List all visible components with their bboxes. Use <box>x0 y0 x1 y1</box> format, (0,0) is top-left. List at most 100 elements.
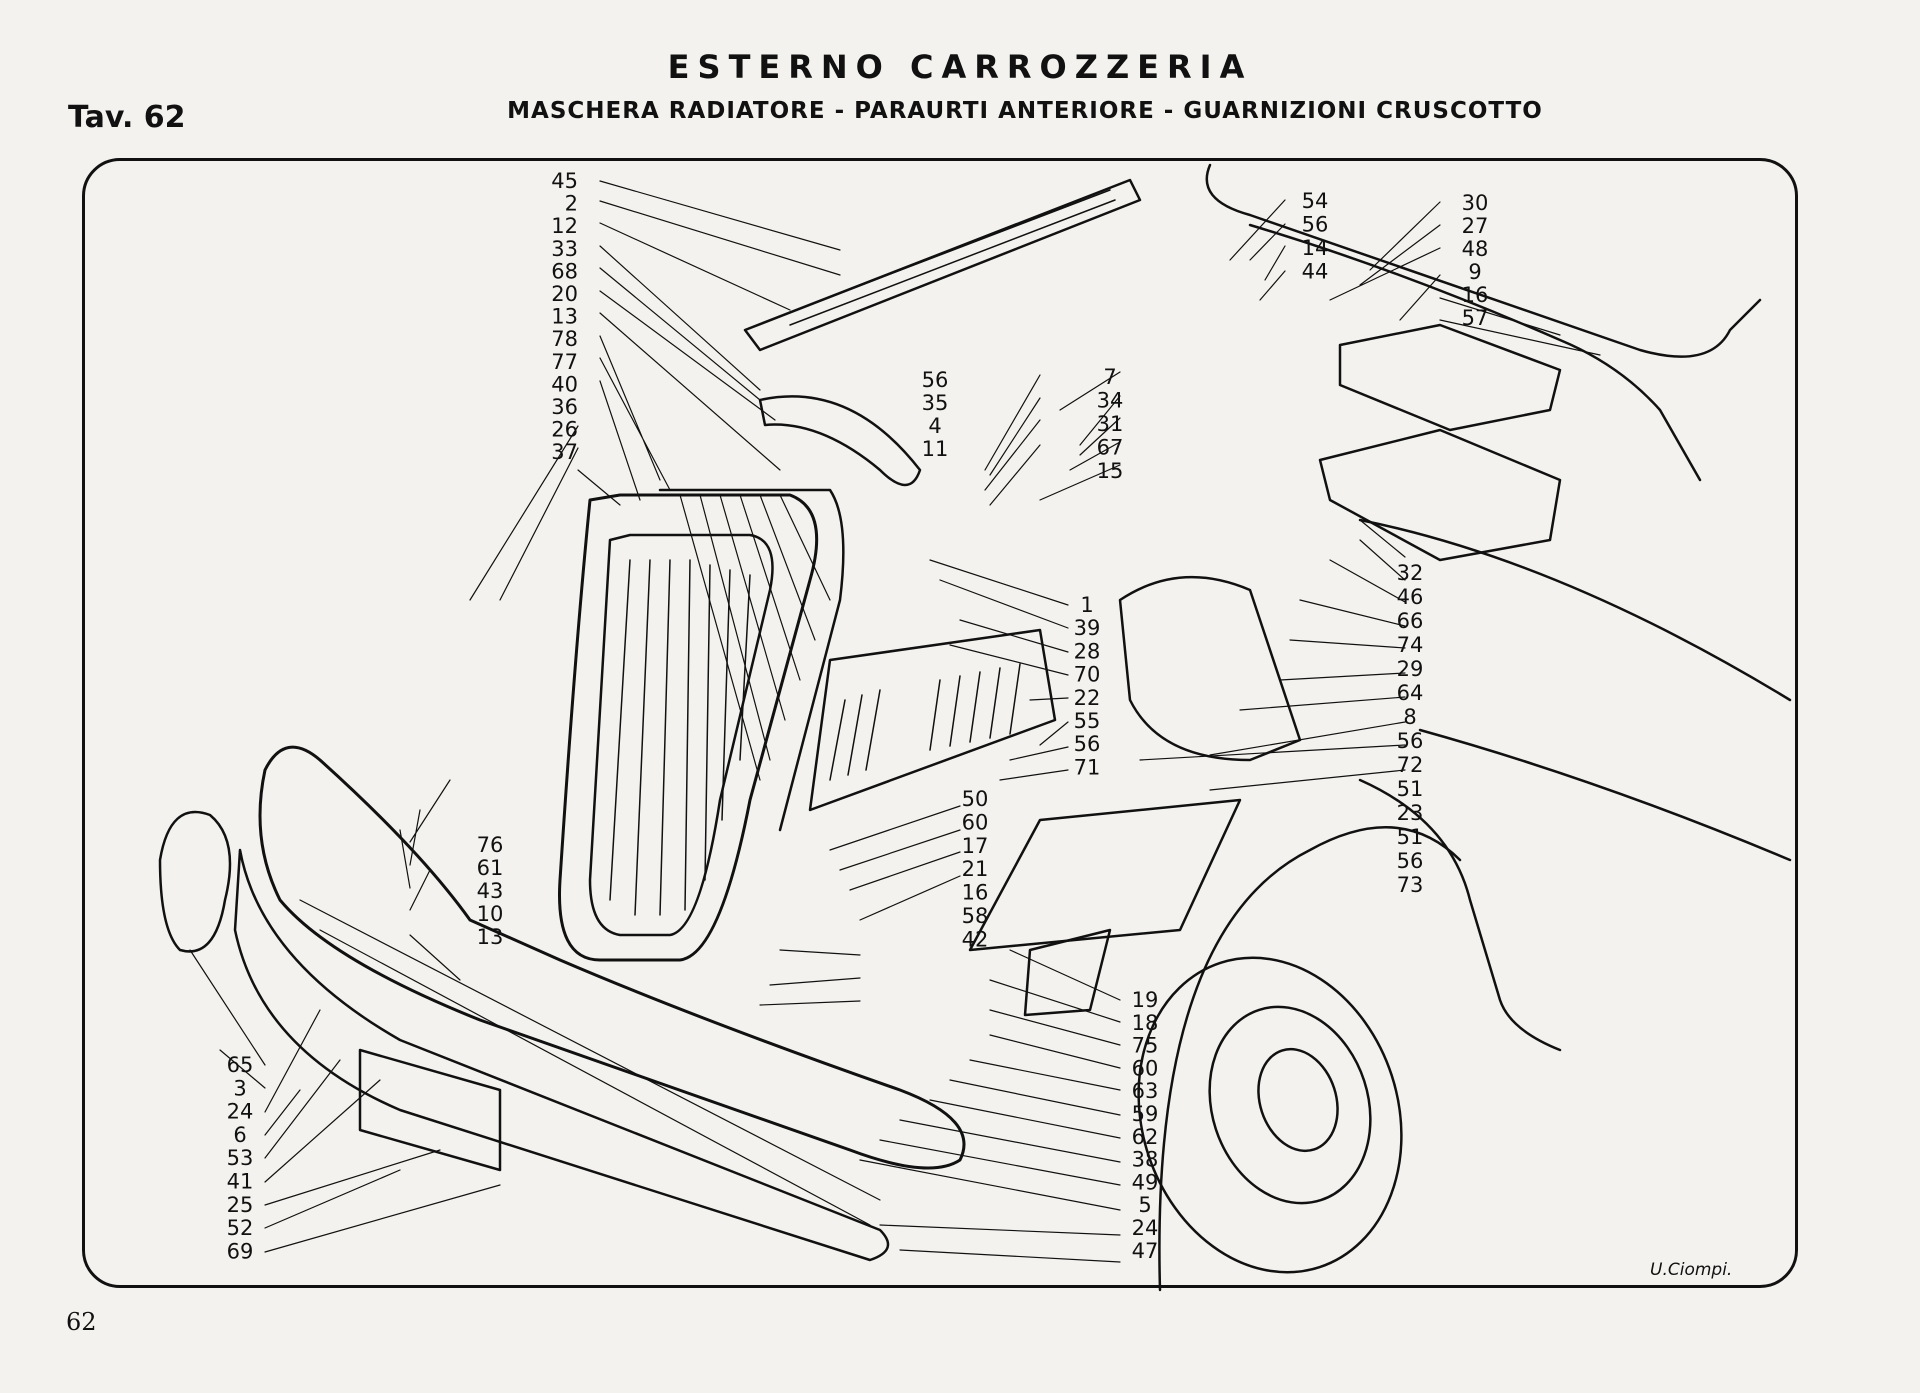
front-wheel-inner <box>1208 1005 1372 1205</box>
callout-right-column-11: 51 <box>1397 825 1424 849</box>
callout-top-right-a-1: 56 <box>1302 213 1329 237</box>
bumper-overrider <box>158 810 232 953</box>
page-title: ESTERNO CARROZZERIA <box>667 48 1253 86</box>
callout-left-top-2: 12 <box>551 214 578 238</box>
front-bumper <box>258 745 966 1170</box>
callout-bottom-right-11: 47 <box>1132 1239 1159 1263</box>
callout-mid-column-2: 31 <box>1097 412 1124 436</box>
callout-mid-right-4: 22 <box>1074 686 1101 710</box>
wheel-arch <box>1158 826 1462 1292</box>
callout-mid-right-0: 1 <box>1080 593 1093 617</box>
callout-right-column-2: 66 <box>1397 609 1424 633</box>
front-wheel-hub <box>1257 1047 1339 1153</box>
callout-top-right-b-4: 16 <box>1462 283 1489 307</box>
headlamp-housing <box>1118 575 1302 762</box>
callout-right-column-9: 51 <box>1397 777 1424 801</box>
page-number: 62 <box>66 1308 97 1336</box>
plate-bracket-lower <box>1023 928 1112 1017</box>
callout-mid-right-5: 55 <box>1074 709 1101 733</box>
callout-mid-upper-3: 11 <box>922 437 949 461</box>
callout-right-column-6: 8 <box>1403 705 1416 729</box>
bumper-lower-bar <box>233 848 890 1262</box>
callout-left-top-1: 2 <box>565 192 578 216</box>
callout-mid-right-3: 70 <box>1074 663 1101 687</box>
callout-left-bottom-2: 43 <box>477 879 504 903</box>
radiator-grille-inner <box>588 533 774 937</box>
callout-left-top-4: 68 <box>551 259 578 283</box>
callout-left-lower-8: 69 <box>227 1239 254 1263</box>
bumper-bracket <box>358 1048 502 1172</box>
callout-mid-right-6: 56 <box>1074 732 1101 756</box>
callout-left-top-6: 13 <box>551 305 578 329</box>
callout-bottom-right-10: 24 <box>1132 1216 1159 1240</box>
callout-right-column-8: 72 <box>1397 753 1424 777</box>
callout-mid-upper-0: 56 <box>922 368 949 392</box>
callout-bottom-right-7: 38 <box>1132 1148 1159 1172</box>
callout-mid-column-3: 67 <box>1097 436 1124 460</box>
callout-right-column-3: 74 <box>1397 633 1424 657</box>
front-wheel-outer <box>1137 956 1403 1274</box>
callout-left-top-5: 20 <box>551 282 578 306</box>
callout-left-top-12: 37 <box>551 440 578 464</box>
callout-mid-column-0: 7 <box>1103 365 1116 389</box>
callout-bottom-right-3: 60 <box>1132 1056 1159 1080</box>
callout-bottom-right-0: 19 <box>1132 988 1159 1012</box>
callout-top-right-a-2: 14 <box>1302 236 1329 260</box>
callout-left-top-7: 78 <box>551 327 578 351</box>
callout-center-lower-1: 60 <box>962 810 989 834</box>
callout-mid-upper-2: 4 <box>928 414 941 438</box>
callout-right-column-13: 73 <box>1397 873 1424 897</box>
callout-right-column-4: 29 <box>1397 657 1424 681</box>
callout-bottom-right-8: 49 <box>1132 1170 1159 1194</box>
illustrator-signature: U.Ciompi. <box>1650 1260 1733 1280</box>
callout-left-top-3: 33 <box>551 237 578 261</box>
callout-bottom-right-5: 59 <box>1132 1102 1159 1126</box>
callout-center-lower-3: 21 <box>962 857 989 881</box>
splash-panel <box>808 628 1057 812</box>
callout-left-bottom-3: 10 <box>477 902 504 926</box>
callout-bottom-right-6: 62 <box>1132 1125 1159 1149</box>
top-cross-bar <box>743 178 1142 352</box>
callout-left-top-11: 26 <box>551 418 578 442</box>
callout-left-lower-2: 24 <box>227 1100 254 1124</box>
callout-center-lower-6: 42 <box>962 927 989 951</box>
battery-tray <box>1318 428 1562 562</box>
callout-mid-right-2: 28 <box>1074 639 1101 663</box>
callout-right-column-7: 56 <box>1397 729 1424 753</box>
callout-top-right-b-1: 27 <box>1462 214 1489 238</box>
callout-left-bottom-4: 13 <box>477 925 504 949</box>
battery-cover <box>1338 323 1562 432</box>
callout-mid-upper-1: 35 <box>922 391 949 415</box>
callout-mid-right-7: 71 <box>1074 755 1101 779</box>
callout-right-column-1: 46 <box>1397 585 1424 609</box>
callout-center-lower-0: 50 <box>962 787 989 811</box>
callout-center-lower-4: 16 <box>962 881 989 905</box>
callout-bottom-right-9: 5 <box>1138 1193 1151 1217</box>
callout-top-right-b-2: 48 <box>1462 237 1489 261</box>
callout-top-right-b-3: 9 <box>1468 260 1481 284</box>
callout-left-bottom-1: 61 <box>477 856 504 880</box>
callout-mid-column-1: 34 <box>1097 389 1124 413</box>
callout-bottom-right-4: 63 <box>1132 1079 1159 1103</box>
callout-left-bottom-0: 76 <box>477 833 504 857</box>
callout-left-top-8: 77 <box>551 350 578 374</box>
callout-bottom-right-2: 75 <box>1132 1034 1159 1058</box>
callout-left-top-10: 36 <box>551 395 578 419</box>
grille-back-louvres <box>658 488 845 832</box>
callout-right-column-5: 64 <box>1397 681 1424 705</box>
callout-left-lower-3: 6 <box>233 1123 246 1147</box>
emblem-strip <box>758 395 922 487</box>
callout-top-right-a-3: 44 <box>1302 260 1329 284</box>
callout-left-top-9: 40 <box>551 372 578 396</box>
callout-top-right-b-0: 30 <box>1462 191 1489 215</box>
diagram-frame <box>82 158 1798 1288</box>
callout-left-lower-4: 53 <box>227 1146 254 1170</box>
callout-bottom-right-1: 18 <box>1132 1011 1159 1035</box>
car-lower-body <box>1358 728 1792 1052</box>
callout-right-column-0: 32 <box>1397 561 1424 585</box>
car-body-outline <box>1205 163 1762 358</box>
car-hood-line <box>1248 223 1702 482</box>
callout-center-lower-2: 17 <box>962 834 989 858</box>
callout-left-lower-1: 3 <box>233 1076 246 1100</box>
